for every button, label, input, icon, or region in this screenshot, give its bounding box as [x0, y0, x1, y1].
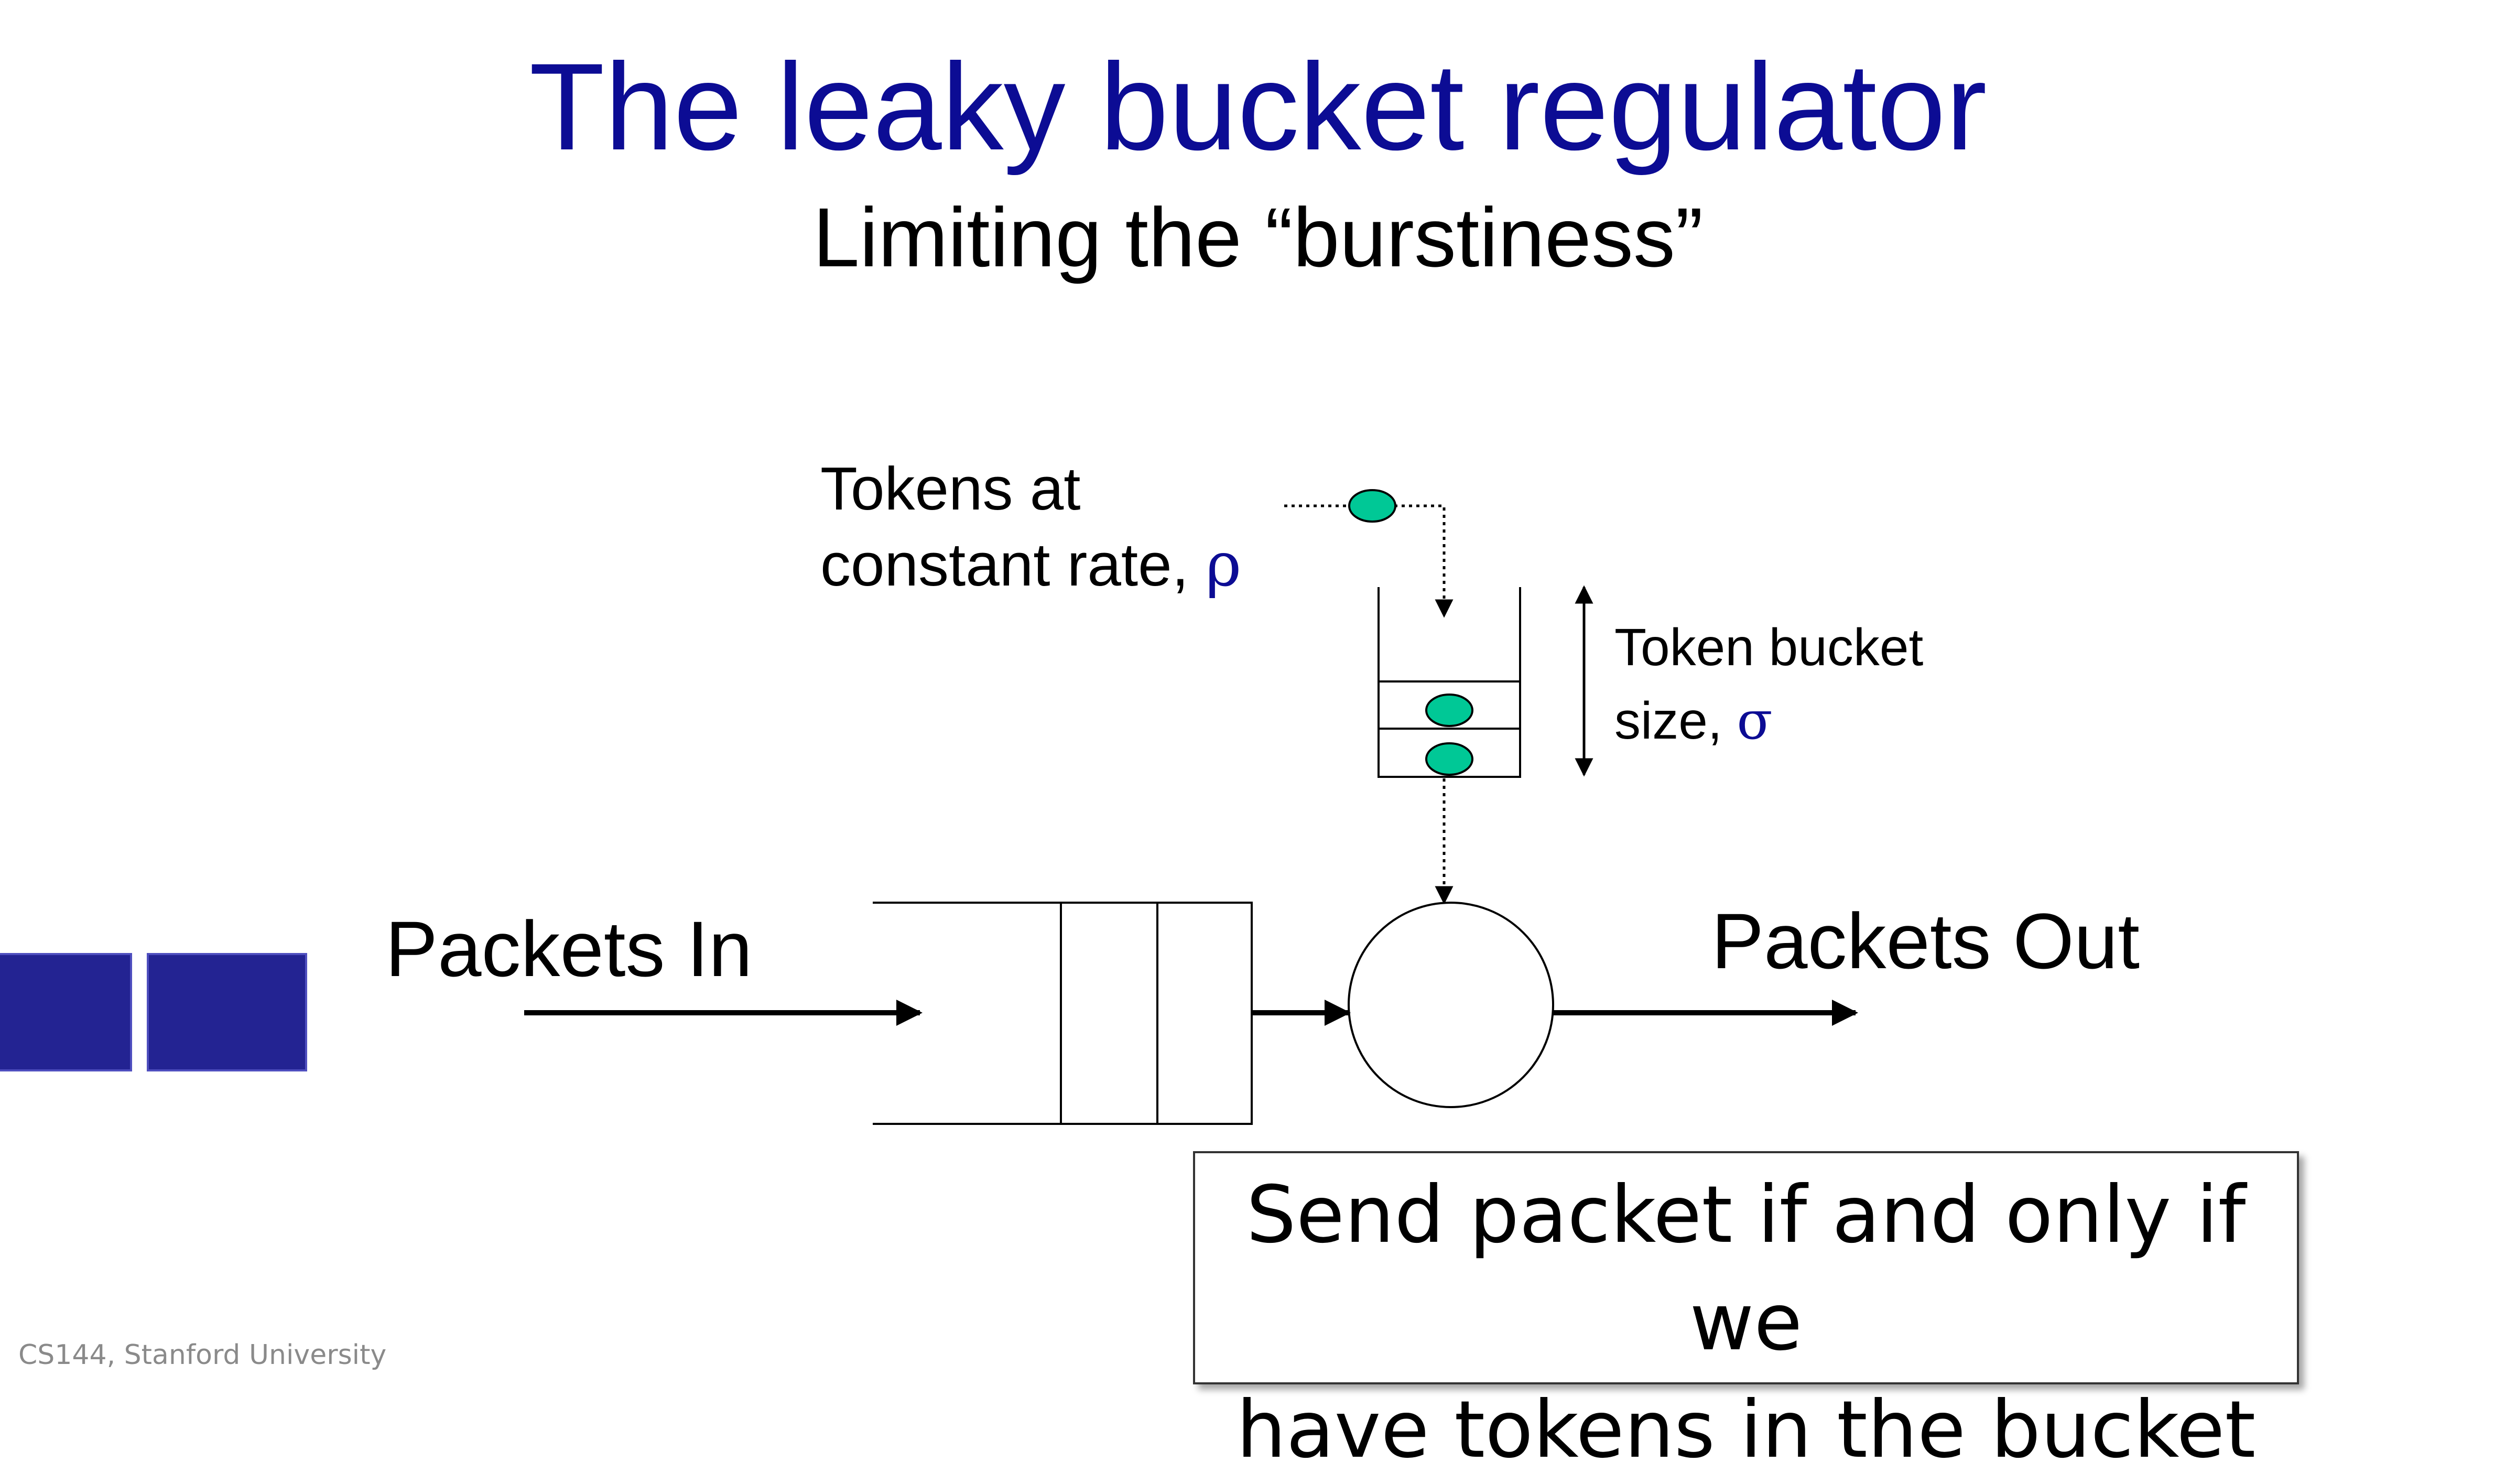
callout-line1: Send packet if and only if we	[1246, 1169, 2246, 1368]
bucket-token	[1425, 694, 1473, 727]
footer-text: CS144, Stanford University	[18, 1339, 387, 1371]
leaky-bucket-diagram	[524, 489, 1858, 1125]
server-circle	[1348, 902, 1554, 1108]
incoming-token	[1348, 489, 1396, 523]
packets-out-label: Packets Out	[1711, 897, 2140, 985]
rule-callout-box: Send packet if and only if we have token…	[1193, 1151, 2299, 1476]
bucket-token	[1425, 742, 1473, 776]
bucket-size-label-line2: size, σ	[1614, 684, 1923, 757]
callout-line2: have tokens in the bucket	[1236, 1384, 2256, 1476]
bucket-size-label-line1: Token bucket	[1614, 618, 1924, 677]
sigma-symbol: σ	[1737, 690, 1773, 751]
tokens-rate-label-line1: Tokens at	[820, 454, 1081, 523]
packets-in-label: Packets In	[385, 905, 753, 993]
slide-subtitle: Limiting the “burstiness”	[812, 190, 1704, 284]
token-feed-dotted-path	[1284, 504, 1454, 618]
bucket-size-text: size,	[1614, 691, 1737, 750]
tokens-rate-label-line2: constant rate, ρ	[820, 527, 1241, 603]
slide-title: The leaky bucket regulator	[529, 38, 1987, 176]
rho-symbol: ρ	[1206, 529, 1242, 600]
decorative-square-left	[0, 953, 132, 1071]
tokens-rate-label: Tokens at constant rate, ρ	[820, 451, 1241, 603]
decorative-square-right	[147, 953, 307, 1071]
tokens-rate-text: constant rate,	[820, 530, 1206, 599]
slide: The leaky bucket regulator Limiting the …	[0, 38, 2299, 1476]
bucket-size-label: Token bucket size, σ	[1614, 611, 1923, 757]
packet-queue	[873, 902, 1253, 1125]
